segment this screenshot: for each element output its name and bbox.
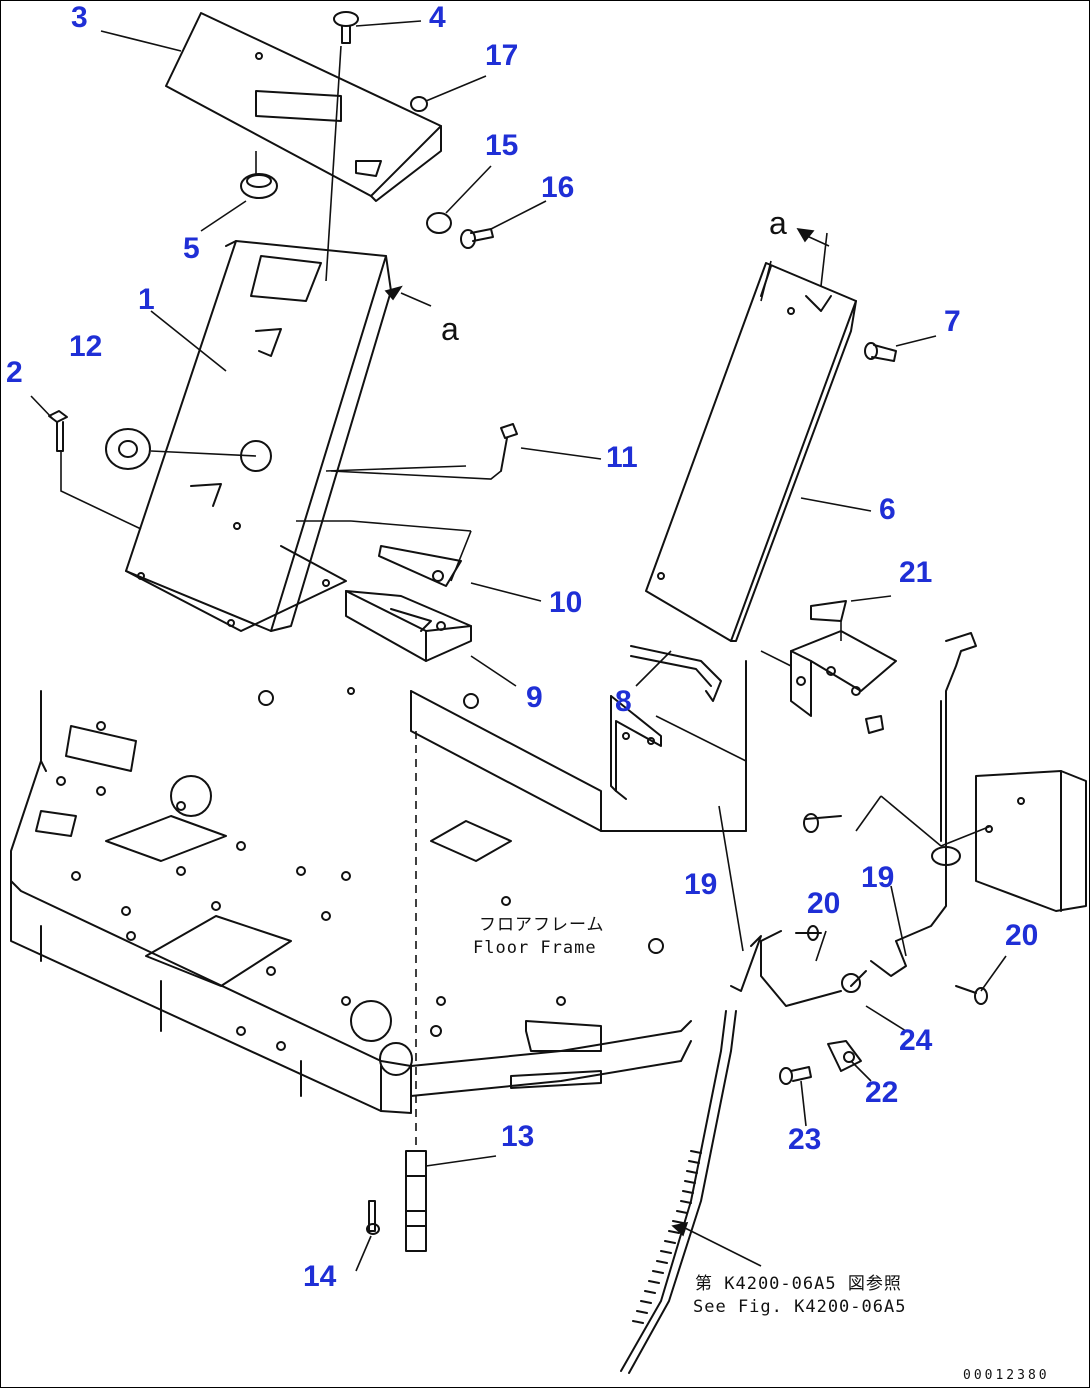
view-arrow-left: [384, 285, 403, 301]
part-9-block: [345, 590, 472, 662]
callout-8: 8: [615, 685, 632, 718]
part-1-console-column: [125, 240, 392, 632]
part-10-bracket: [378, 545, 462, 587]
part-2-bolt: [48, 410, 68, 452]
callout-19-left: 19: [684, 868, 718, 901]
callout-16: 16: [541, 171, 575, 204]
part-22-clip: [827, 1040, 862, 1072]
callout-4: 4: [429, 1, 446, 34]
reference-note-en: See Fig. K4200-06A5: [693, 1297, 907, 1317]
floor-frame-label-jp: フロアフレーム: [479, 915, 605, 935]
reference-note-jp: 第 K4200-06A5 図参照: [695, 1274, 902, 1294]
callout-20-left: 20: [807, 887, 841, 920]
floor-frame-outline: [10, 660, 747, 1114]
part-17-nut: [410, 96, 428, 112]
callout-15: 15: [485, 129, 519, 162]
callout-14: 14: [303, 1260, 337, 1293]
cable-assembly: [620, 632, 977, 1374]
part-20-bolt-left: [795, 925, 822, 941]
callout-7: 7: [944, 305, 961, 338]
part-13-pin: [405, 1150, 427, 1252]
callout-6: 6: [879, 493, 896, 526]
callout-19-right: 19: [861, 861, 895, 894]
callout-1: 1: [138, 283, 155, 316]
part-12-cap: [105, 428, 151, 470]
callout-11: 11: [606, 441, 638, 474]
part-20-bolt-right: [955, 985, 988, 1005]
floor-bracket: [610, 695, 662, 800]
callout-9: 9: [526, 681, 543, 714]
part-8-hook: [630, 645, 722, 702]
part-11-bolt: [500, 423, 518, 472]
callout-20-right: 20: [1005, 919, 1039, 952]
view-marker-a-top: a: [769, 205, 787, 241]
part-3-top-cover: [165, 12, 442, 202]
callout-21: 21: [899, 556, 933, 589]
part-23-bolt: [779, 1066, 812, 1085]
callout-10: 10: [549, 586, 583, 619]
view-marker-a-left: a: [441, 311, 459, 347]
callout-3: 3: [71, 1, 88, 34]
part-16-bolt: [460, 228, 494, 249]
drawing-code: 00012380: [963, 1368, 1050, 1383]
callout-24: 24: [899, 1024, 933, 1057]
part-21-bracket: [790, 600, 897, 734]
callout-5: 5: [183, 232, 200, 265]
callout-23: 23: [788, 1123, 822, 1156]
part-14-bolt: [366, 1200, 380, 1235]
callout-13: 13: [501, 1120, 535, 1153]
part-5-grommet: [240, 173, 278, 199]
part-7-bolt: [864, 342, 897, 362]
pillar-cover: [975, 770, 1087, 912]
part-6-side-cover: [645, 262, 857, 642]
floor-frame-label-en: Floor Frame: [473, 938, 597, 958]
part-15-washer: [426, 212, 452, 234]
leader-lines: [30, 20, 1007, 1272]
callout-22: 22: [865, 1076, 899, 1109]
callout-2: 2: [6, 356, 23, 389]
reference-arrow: [671, 1221, 689, 1237]
callout-17: 17: [485, 39, 519, 72]
part-4-bolt: [333, 11, 359, 44]
callout-12: 12: [69, 330, 103, 363]
view-arrow-right: [796, 227, 815, 243]
